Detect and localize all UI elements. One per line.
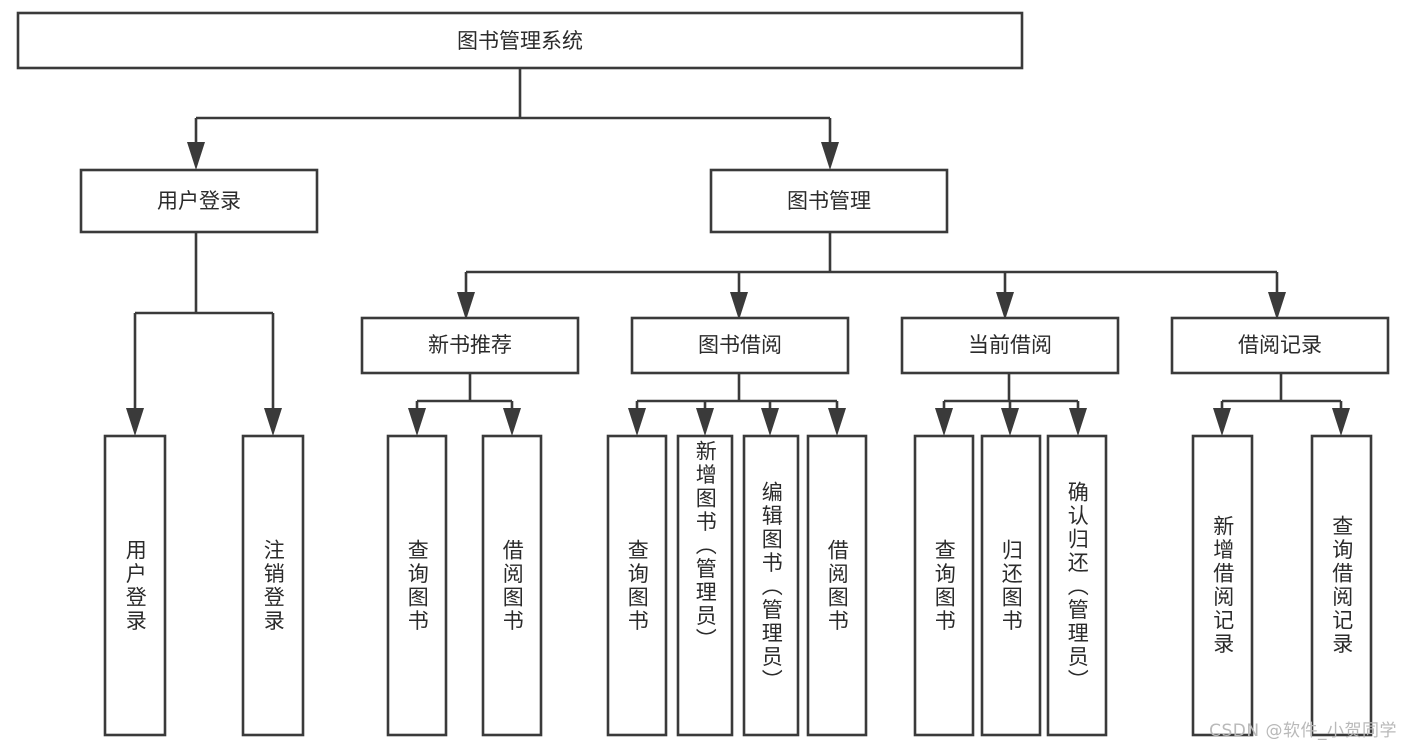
arrow-head-leaf-add-book [696, 408, 714, 436]
arrow-head-leaf-confirm-return [1069, 408, 1087, 436]
leafbox-query-book-2[interactable] [606, 434, 668, 737]
arrow-head-borrow-record [1268, 292, 1286, 320]
node-user-login-label: 用户登录 [157, 189, 241, 213]
arrow-head-current-borrow [996, 292, 1014, 320]
node-borrow-record-box[interactable] [1170, 316, 1390, 375]
node-book-borrow-box[interactable] [630, 316, 850, 375]
leafbox-query-book-1[interactable] [386, 434, 448, 737]
arrow-head-leaf-borrow-book-1 [503, 408, 521, 436]
leafbox-edit-book[interactable] [742, 434, 800, 737]
leafbox-query-book-3[interactable] [913, 434, 975, 737]
node-root-box[interactable] [16, 11, 1024, 70]
csdn-watermark: CSDN @软件_小贺同学 [1209, 721, 1397, 741]
leafbox-add-record[interactable] [1191, 434, 1254, 737]
arrow-head-leaf-add-record [1213, 408, 1231, 436]
node-borrow-record-label: 借阅记录 [1238, 333, 1322, 357]
leafbox-add-book[interactable] [676, 434, 734, 737]
node-book-borrow-label: 图书借阅 [698, 333, 782, 357]
arrow-head-leaf-user-login [126, 408, 144, 436]
node-new-book-rec-box[interactable] [360, 316, 580, 375]
node-user-login-box[interactable] [79, 168, 319, 234]
leafbox-user-login[interactable] [103, 434, 167, 737]
arrow-head-leaf-query-record [1332, 408, 1350, 436]
leafbox-return-book[interactable] [980, 434, 1042, 737]
arrow-head-leaf-edit-book [761, 408, 779, 436]
leafbox-logout-login[interactable] [241, 434, 305, 737]
arrow-head-new-book-rec [457, 292, 475, 320]
arrow-head-user-login [187, 142, 205, 170]
leafbox-borrow-book-1[interactable] [481, 434, 543, 737]
arrow-head-book-borrow [730, 292, 748, 320]
arrow-head-leaf-query-book-2 [628, 408, 646, 436]
node-new-book-rec-label: 新书推荐 [428, 333, 512, 357]
arrow-head-leaf-query-book-1 [408, 408, 426, 436]
arrow-head-book-manage [821, 142, 839, 170]
arrow-head-leaf-logout-login [264, 408, 282, 436]
arrow-head-leaf-query-book-3 [935, 408, 953, 436]
arrow-head-leaf-borrow-book-2 [828, 408, 846, 436]
node-current-borrow-label: 当前借阅 [968, 333, 1052, 357]
leafbox-query-record[interactable] [1310, 434, 1373, 737]
node-book-manage-label: 图书管理 [787, 189, 871, 213]
arrow-head-leaf-return-book [1001, 408, 1019, 436]
node-book-manage-box[interactable] [709, 168, 949, 234]
node-root-label: 图书管理系统 [457, 29, 583, 53]
leafbox-borrow-book-2[interactable] [806, 434, 868, 737]
node-current-borrow-box[interactable] [900, 316, 1120, 375]
leafbox-confirm-return[interactable] [1046, 434, 1108, 737]
